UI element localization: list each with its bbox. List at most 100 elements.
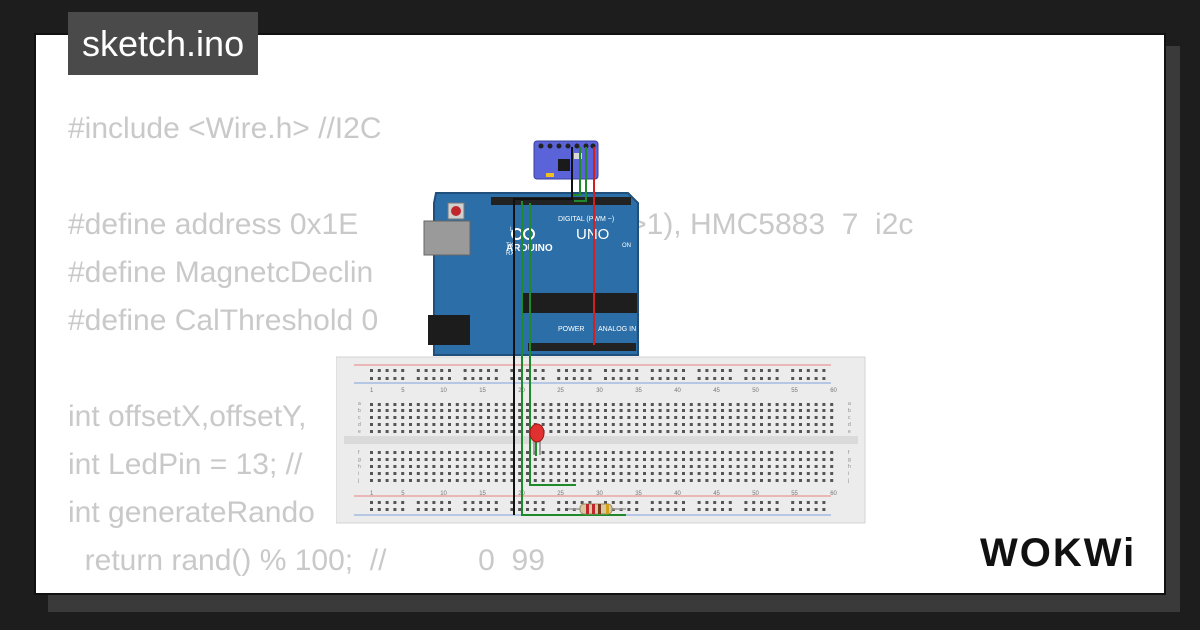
breadboard-hole [580, 451, 584, 454]
wire-green [529, 203, 576, 486]
breadboard-hole [440, 479, 444, 482]
breadboard-hole [541, 458, 545, 461]
breadboard-hole [822, 508, 826, 511]
breadboard-hole [541, 451, 545, 454]
breadboard-hole [557, 403, 561, 406]
breadboard-hole [682, 451, 685, 454]
breadboard-hole [611, 416, 615, 419]
breadboard-hole [401, 369, 405, 372]
breadboard-hole [767, 423, 771, 426]
breadboard-hole [713, 403, 717, 406]
breadboard-hole [783, 458, 787, 461]
breadboard-hole [806, 479, 810, 482]
breadboard-hole [658, 369, 662, 372]
breadboard-hole [799, 423, 802, 426]
breadboard-hole [744, 508, 748, 511]
breadboard-hole [549, 409, 553, 412]
breadboard-hole [409, 465, 412, 468]
breadboard-hole [721, 416, 724, 419]
breadboard-hole [549, 479, 553, 482]
breadboard-hole [674, 377, 678, 380]
breadboard-hole [393, 451, 397, 454]
column-number: 30 [596, 388, 603, 394]
breadboard-hole [814, 501, 818, 504]
breadboard-hole [596, 423, 600, 426]
breadboard-hole [619, 423, 623, 426]
breadboard-hole [830, 451, 834, 454]
breadboard-hole [721, 465, 724, 468]
breadboard-hole [666, 508, 670, 511]
breadboard-hole [814, 451, 818, 454]
breadboard-hole [713, 423, 717, 426]
breadboard-hole [791, 508, 795, 511]
row-letter: j [847, 478, 849, 484]
breadboard-hole [541, 403, 545, 406]
analog-label: ANALOG IN [598, 326, 636, 333]
breadboard-hole [604, 472, 607, 475]
breadboard-hole [643, 451, 646, 454]
breadboard-hole [666, 409, 670, 412]
breadboard-hole [658, 403, 662, 406]
breadboard-hole [471, 508, 475, 511]
breadboard-hole [697, 501, 701, 504]
breadboard-hole [775, 458, 779, 461]
breadboard-hole [424, 451, 428, 454]
breadboard-hole [666, 465, 670, 468]
breadboard-hole [674, 465, 678, 468]
breadboard-hole [557, 465, 561, 468]
breadboard-hole [791, 479, 795, 482]
file-title: sketch.ino [68, 12, 259, 75]
breadboard-hole [526, 430, 529, 433]
breadboard-hole [682, 423, 685, 426]
breadboard-hole [658, 423, 662, 426]
breadboard-hole [463, 377, 467, 380]
breadboard-hole [370, 377, 373, 380]
breadboard-hole [814, 416, 818, 419]
breadboard-hole [409, 479, 412, 482]
breadboard-hole [557, 416, 561, 419]
breadboard-hole [440, 472, 444, 475]
breadboard-hole [721, 451, 724, 454]
breadboard-hole [822, 403, 826, 406]
breadboard-hole [440, 458, 444, 461]
breadboard-hole [541, 465, 545, 468]
column-number: 5 [401, 388, 405, 394]
breadboard-hole [588, 501, 592, 504]
breadboard-hole [393, 430, 397, 433]
breadboard-hole [518, 377, 522, 380]
breadboard-hole [619, 409, 623, 412]
breadboard-hole [682, 501, 685, 504]
breadboard-hole [471, 430, 475, 433]
breadboard-hole [760, 403, 763, 406]
breadboard-hole [580, 465, 584, 468]
breadboard-hole [619, 479, 623, 482]
breadboard-hole [416, 403, 420, 406]
breadboard-hole [518, 479, 522, 482]
breadboard-hole [572, 416, 576, 419]
breadboard-hole [588, 472, 592, 475]
breadboard-hole [822, 472, 826, 475]
breadboard-hole [627, 423, 631, 426]
breadboard-hole [775, 508, 779, 511]
breadboard-hole [479, 479, 483, 482]
breadboard-hole [658, 430, 662, 433]
column-number: 15 [479, 388, 486, 394]
breadboard-hole [494, 430, 498, 433]
wire-green [521, 201, 626, 516]
breadboard-hole [635, 451, 639, 454]
breadboard-hole [752, 423, 756, 426]
breadboard-hole [471, 451, 475, 454]
breadboard-hole [822, 465, 826, 468]
breadboard-hole [635, 501, 639, 504]
breadboard-hole [682, 403, 685, 406]
breadboard-hole [736, 472, 740, 475]
wokwi-logo-text: WOKWi [980, 531, 1136, 575]
breadboard-hole [775, 369, 779, 372]
breadboard-hole [588, 451, 592, 454]
breadboard-hole [440, 508, 444, 511]
wire-black [513, 147, 573, 515]
breadboard-hole [448, 369, 451, 372]
breadboard-hole [424, 403, 428, 406]
breadboard-hole [471, 409, 475, 412]
breadboard-hole [455, 451, 459, 454]
